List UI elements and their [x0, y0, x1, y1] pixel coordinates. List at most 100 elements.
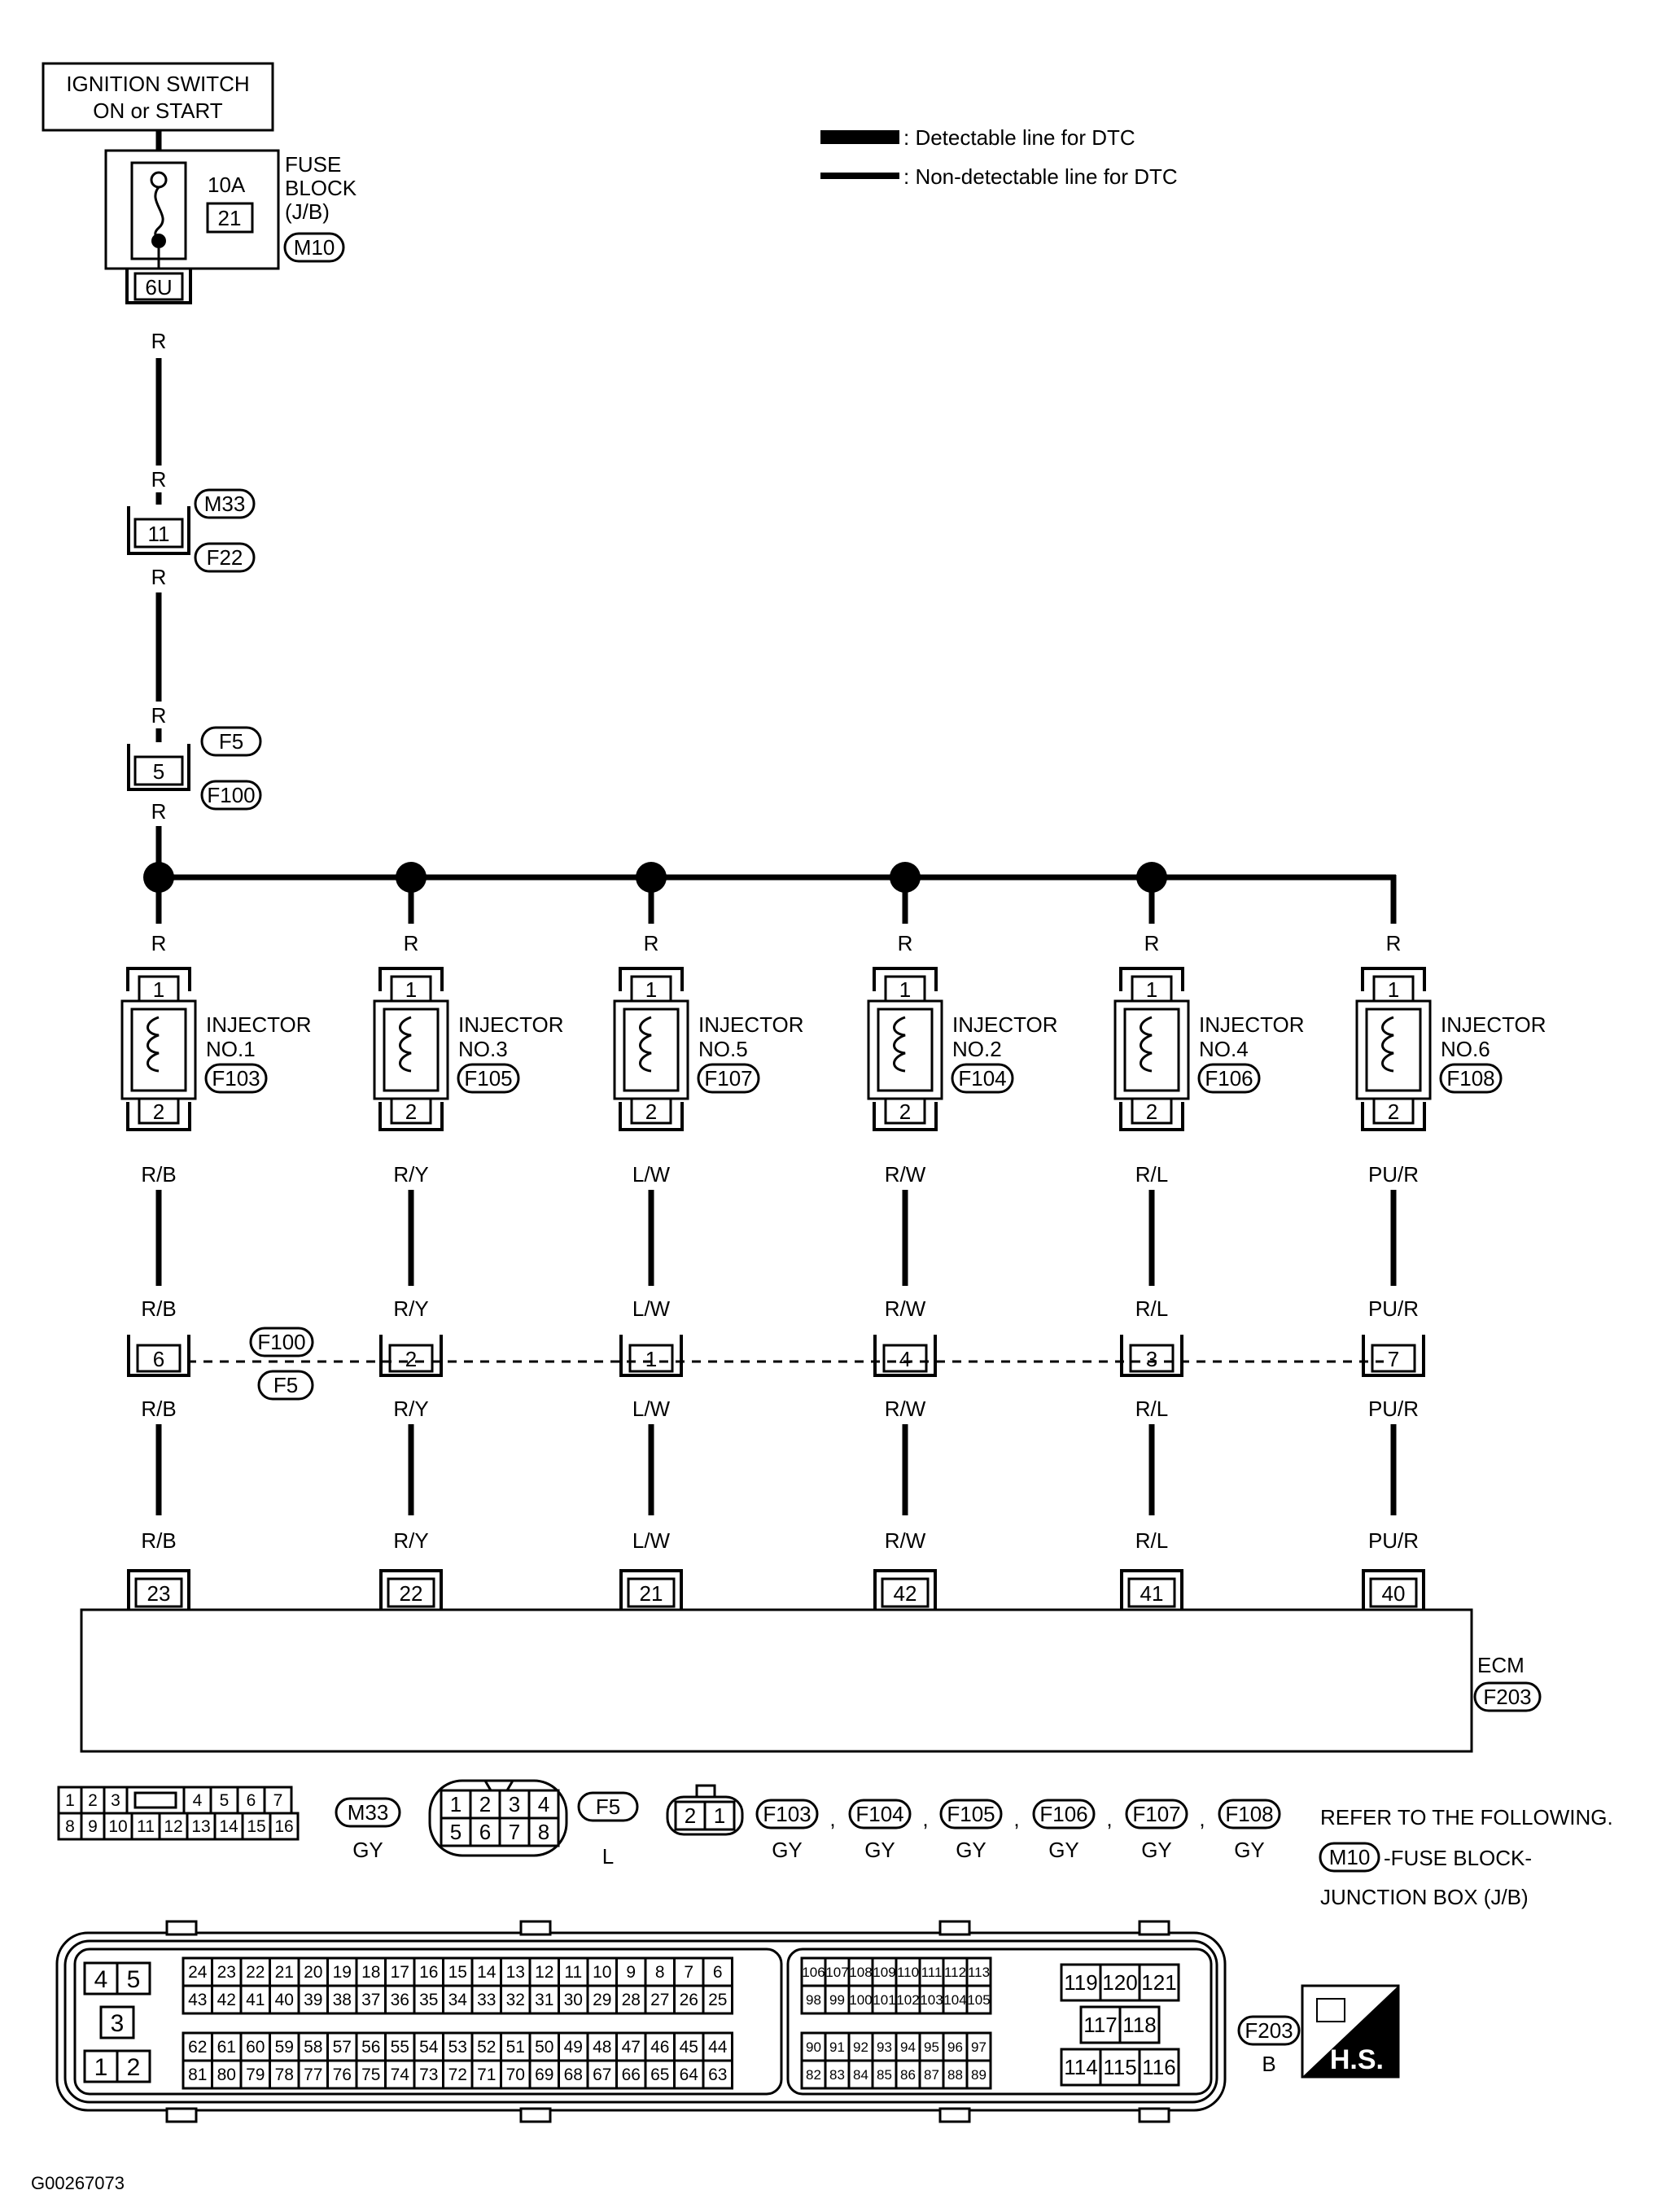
- injector-pin1: 1: [1146, 977, 1157, 1002]
- svg-text:5: 5: [153, 759, 164, 784]
- ecm-pin: 48: [593, 2038, 611, 2057]
- ecm-pin-cell: [470, 2031, 502, 2062]
- m33-pin-cell: [269, 1812, 300, 1841]
- wire-color-2: R/W: [885, 1296, 926, 1321]
- injector-label-2: NO.2: [952, 1037, 1002, 1061]
- inj-view-separator: ,: [1106, 1807, 1112, 1831]
- ecm-pin: 8: [655, 1963, 665, 1982]
- ecm-pin: 65: [650, 2066, 669, 2084]
- coil-icon: [147, 1016, 160, 1073]
- joint2-conn-a: F5: [219, 729, 243, 754]
- injector-pin2: 2: [645, 1099, 657, 1124]
- ignition-line1: IGNITION SWITCH: [66, 72, 249, 96]
- branch-6: R12INJECTORNO.6F108PU/RPU/R7PU/RPU/R40IN…: [1355, 877, 1546, 1642]
- connector-glyph-icon: [1316, 1998, 1345, 2022]
- ignition-line2: ON or START: [93, 98, 223, 123]
- m33-pin-cell: [236, 1786, 266, 1815]
- refer-line2: -FUSE BLOCK-: [1384, 1846, 1532, 1870]
- ecm-pin: 57: [333, 2038, 352, 2057]
- ecm-pin-cell: [965, 2031, 992, 2062]
- inj-view-pin-cell: [703, 1800, 736, 1831]
- midjoint-conn-b: F5: [273, 1373, 298, 1397]
- wire-color-3: R/B: [141, 1397, 176, 1421]
- m33-pin: 13: [191, 1817, 210, 1836]
- injector-body: [867, 999, 943, 1100]
- ecm-pin-cell: [965, 1984, 992, 2015]
- ecm-pin: 44: [708, 2038, 728, 2057]
- ecm-pin: 113: [968, 1965, 990, 1980]
- fuse-number: 21: [218, 206, 242, 230]
- inj-view-color: GY: [1048, 1838, 1079, 1862]
- ecm-pin: 116: [1142, 2055, 1175, 2079]
- ecm-terminal: 41: [1140, 1581, 1164, 1606]
- ecm-connector: F203: [1483, 1685, 1531, 1709]
- m33-color: GY: [352, 1838, 383, 1862]
- ecm-label: ECM: [1477, 1653, 1525, 1677]
- ecm-pin-cell: [326, 1984, 358, 2015]
- f5-pin: 3: [509, 1792, 520, 1816]
- ecm-pin: 66: [622, 2066, 641, 2084]
- ecm-pin: 104: [943, 1992, 966, 2008]
- ecm-pin: 67: [593, 2066, 611, 2084]
- m33-pin: 8: [65, 1817, 75, 1836]
- ecm-pin: 3: [111, 2010, 125, 2037]
- ecm-pin-cell: [1099, 2048, 1141, 2087]
- ecm-pin: 117: [1083, 2013, 1117, 2037]
- ecm-pin: 106: [802, 1965, 825, 1980]
- ecm-pin: 53: [448, 2038, 467, 2057]
- wire-color-1: PU/R: [1368, 1162, 1419, 1187]
- m33-pin: 15: [247, 1817, 265, 1836]
- fuse-label-3: (J/B): [285, 199, 330, 224]
- ecm-pin: 79: [246, 2066, 265, 2084]
- midjoint-conn-a: F100: [257, 1330, 305, 1354]
- joint-terminal: 7: [1388, 1347, 1399, 1371]
- f5-pin: 7: [509, 1820, 520, 1844]
- f5-pin: 1: [450, 1792, 462, 1816]
- m33-pin: 11: [137, 1817, 155, 1836]
- joint-terminal: 4: [899, 1347, 911, 1371]
- ecm-pin: 33: [477, 1991, 496, 2009]
- fuse-block: 10A 21 FUSE BLOCK (J/B) M10: [104, 149, 357, 270]
- ecm-pin-cell: [355, 2059, 387, 2090]
- m33-pin-cell: [209, 1786, 239, 1815]
- legend-detectable: : Detectable line for DTC: [903, 125, 1135, 150]
- m33-pin: 2: [88, 1791, 98, 1810]
- ecm-pin: 64: [680, 2066, 699, 2084]
- ecm-pin: 37: [361, 1991, 380, 2009]
- inj-view-color: GY: [956, 1838, 986, 1862]
- m33-pin-cell: [80, 1812, 106, 1841]
- wire-color-3: R/W: [885, 1397, 926, 1421]
- ecm-pin: 115: [1103, 2055, 1136, 2079]
- wire-color-r-4: R: [151, 703, 167, 728]
- ecm-pin: 10: [593, 1963, 611, 1982]
- ecm-pin: 46: [650, 2038, 669, 2057]
- ecm-pin: 62: [188, 2038, 207, 2057]
- m33-pin: 16: [274, 1817, 293, 1836]
- injector-pin2: 2: [899, 1099, 911, 1124]
- wire-color-1: R/B: [141, 1162, 176, 1187]
- ecm-pin-cell: [500, 2031, 532, 2062]
- ecm-pin-cell: [918, 1956, 945, 1987]
- ecm-pin: 16: [419, 1963, 438, 1982]
- wire-color-2: R/Y: [393, 1296, 428, 1321]
- joint-terminal: 1: [645, 1347, 657, 1371]
- ecm-pin-cell: [702, 1956, 733, 1987]
- ecm-terminal: 23: [147, 1581, 171, 1606]
- ecm-pin-cell: [442, 2059, 474, 2090]
- refer-conn: M10: [1329, 1845, 1371, 1869]
- ecm-pin-cell: [500, 2059, 532, 2090]
- wire-color-3: L/W: [632, 1397, 671, 1421]
- injector-connector: F104: [958, 1066, 1006, 1091]
- ecm-pin: 63: [708, 2066, 727, 2084]
- ecm-pin: 59: [275, 2038, 294, 2057]
- ecm-pin-cell: [558, 2031, 589, 2062]
- inj-view-conn: F103: [763, 1802, 811, 1826]
- ecm-pin: 68: [564, 2066, 583, 2084]
- ecm-pin: 19: [333, 1963, 352, 1982]
- ecm-terminal: 21: [640, 1581, 663, 1606]
- wire-color-top: R: [1386, 931, 1402, 955]
- wire-color-1: R/W: [885, 1162, 926, 1187]
- m33-pin: 10: [108, 1817, 127, 1836]
- ecm-pin: 111: [921, 1965, 943, 1980]
